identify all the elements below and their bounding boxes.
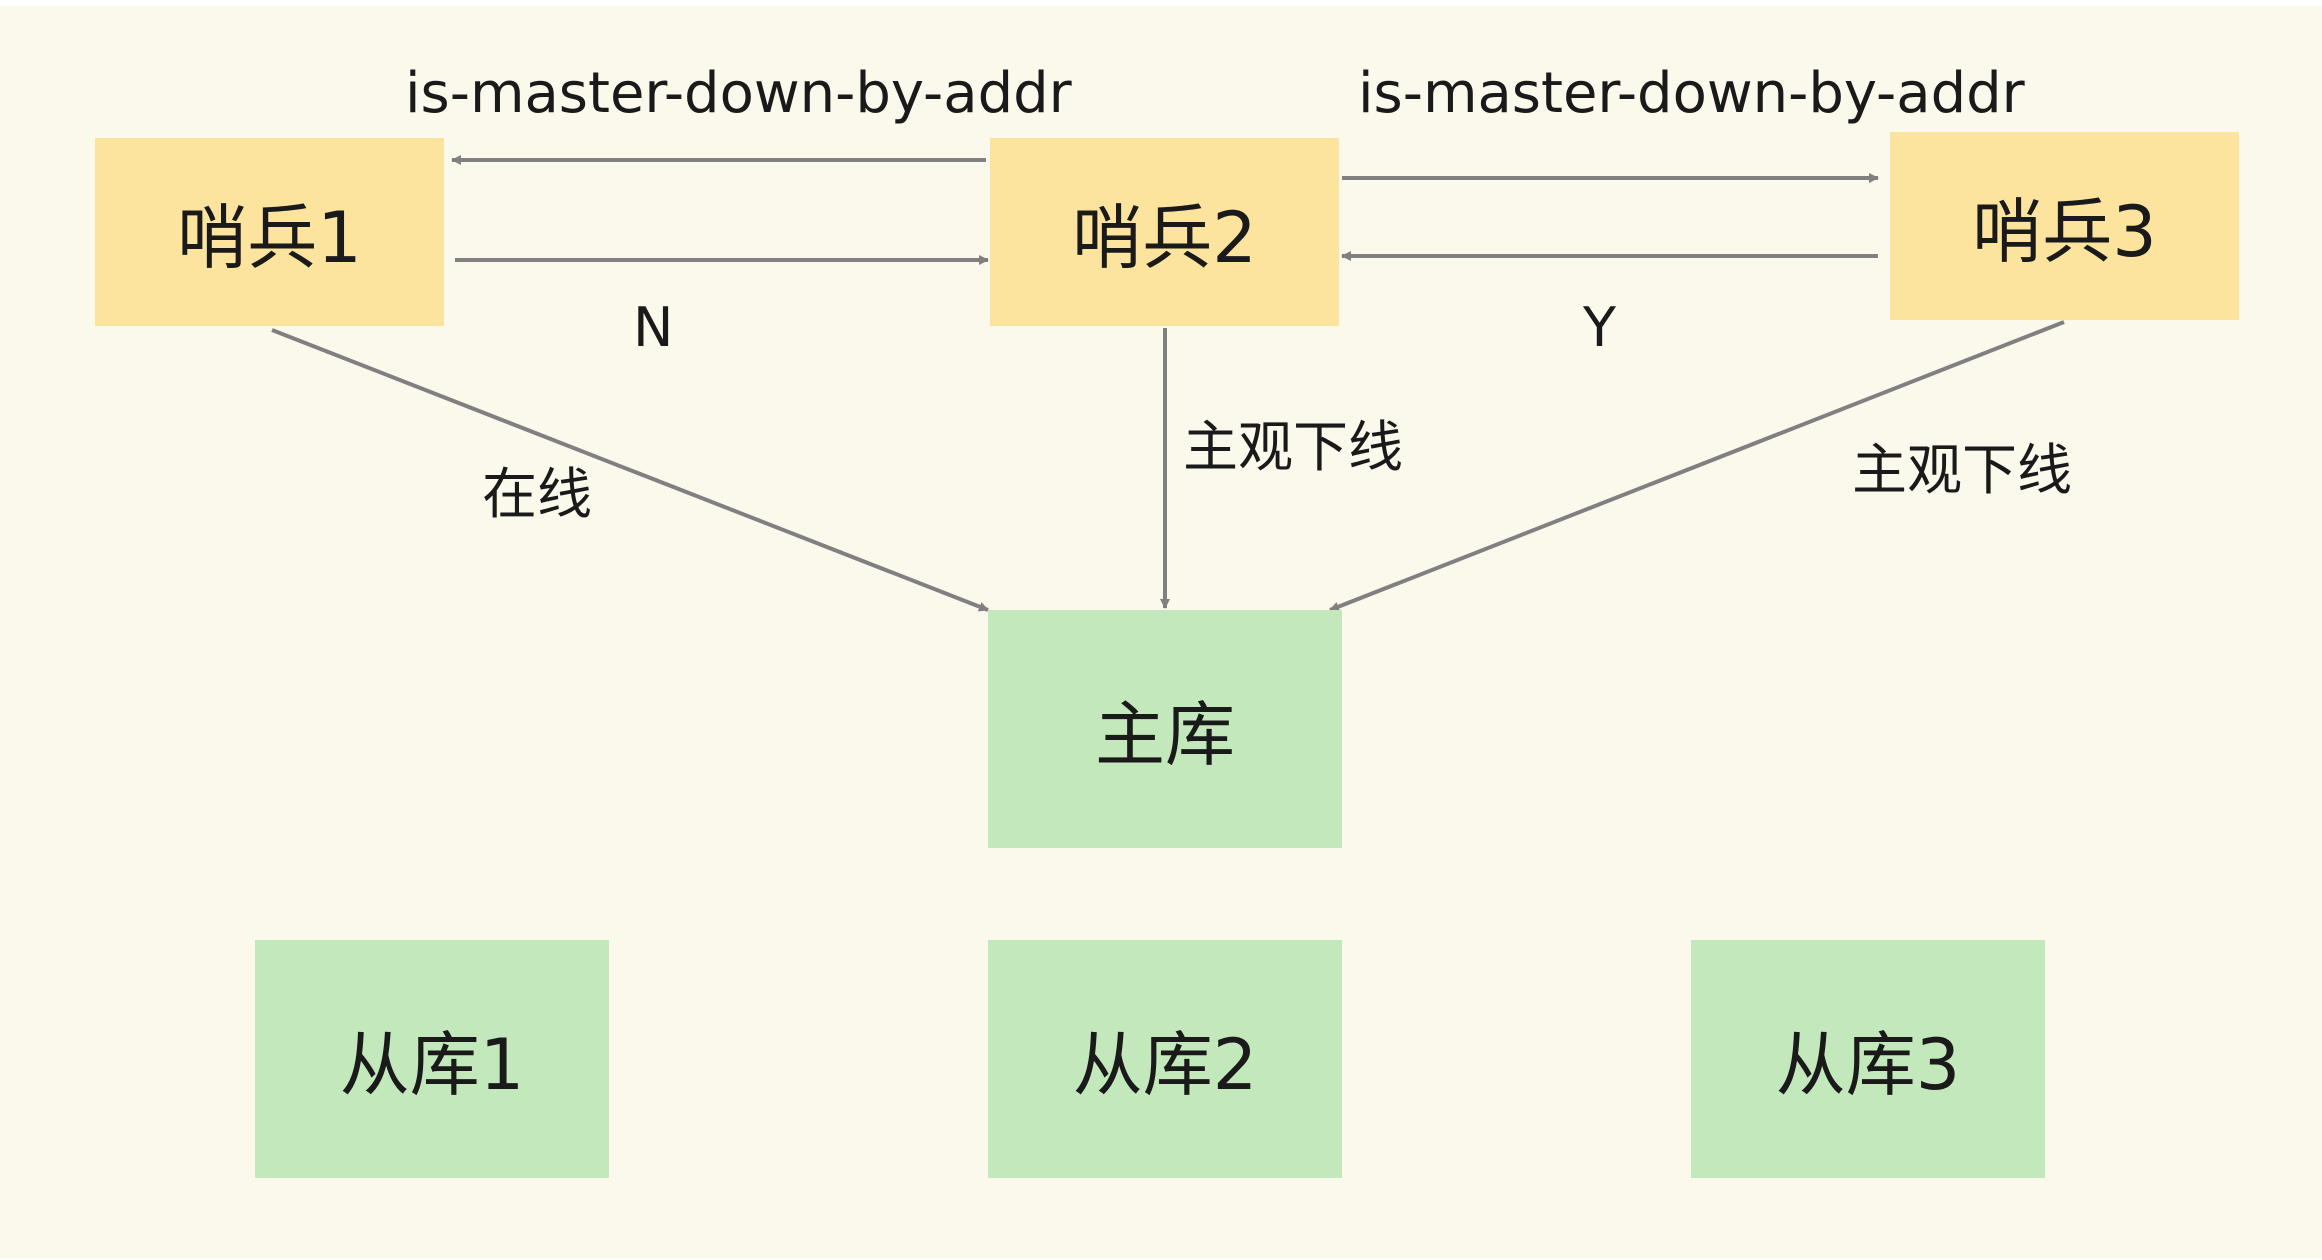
sentinel-1-label: 哨兵1 [177, 196, 362, 279]
edge-label-cmd-s2-s1: is-master-down-by-addr [405, 61, 1072, 126]
sentinel-2-node: 哨兵2 [990, 138, 1339, 326]
arrow-s1-to-master [271, 328, 989, 612]
sentinel-1-node: 哨兵1 [95, 138, 444, 326]
replica-1-node: 从库1 [255, 940, 609, 1178]
edge-label-reply-y: Y [1583, 296, 1616, 359]
master-label: 主库 [1095, 693, 1235, 776]
replica-3-label: 从库3 [1775, 1023, 1961, 1106]
replica-2-node: 从库2 [988, 940, 1342, 1178]
sentinel-2-label: 哨兵2 [1072, 196, 1257, 279]
edge-label-cmd-s2-s3: is-master-down-by-addr [1358, 61, 2025, 126]
replica-3-node: 从库3 [1691, 940, 2045, 1178]
edge-label-reply-n: N [633, 296, 674, 359]
sentinel-3-node: 哨兵3 [1890, 132, 2239, 320]
edge-label-subjective-down-2: 主观下线 [1183, 415, 1404, 479]
replica-2-label: 从库2 [1072, 1023, 1258, 1106]
sentinel-3-label: 哨兵3 [1972, 190, 2157, 273]
edge-label-subjective-down-3: 主观下线 [1852, 438, 2073, 502]
replica-1-label: 从库1 [339, 1023, 525, 1106]
edge-label-online: 在线 [482, 462, 593, 526]
master-node: 主库 [988, 610, 1342, 848]
arrow-s3-to-master [1329, 320, 2065, 612]
